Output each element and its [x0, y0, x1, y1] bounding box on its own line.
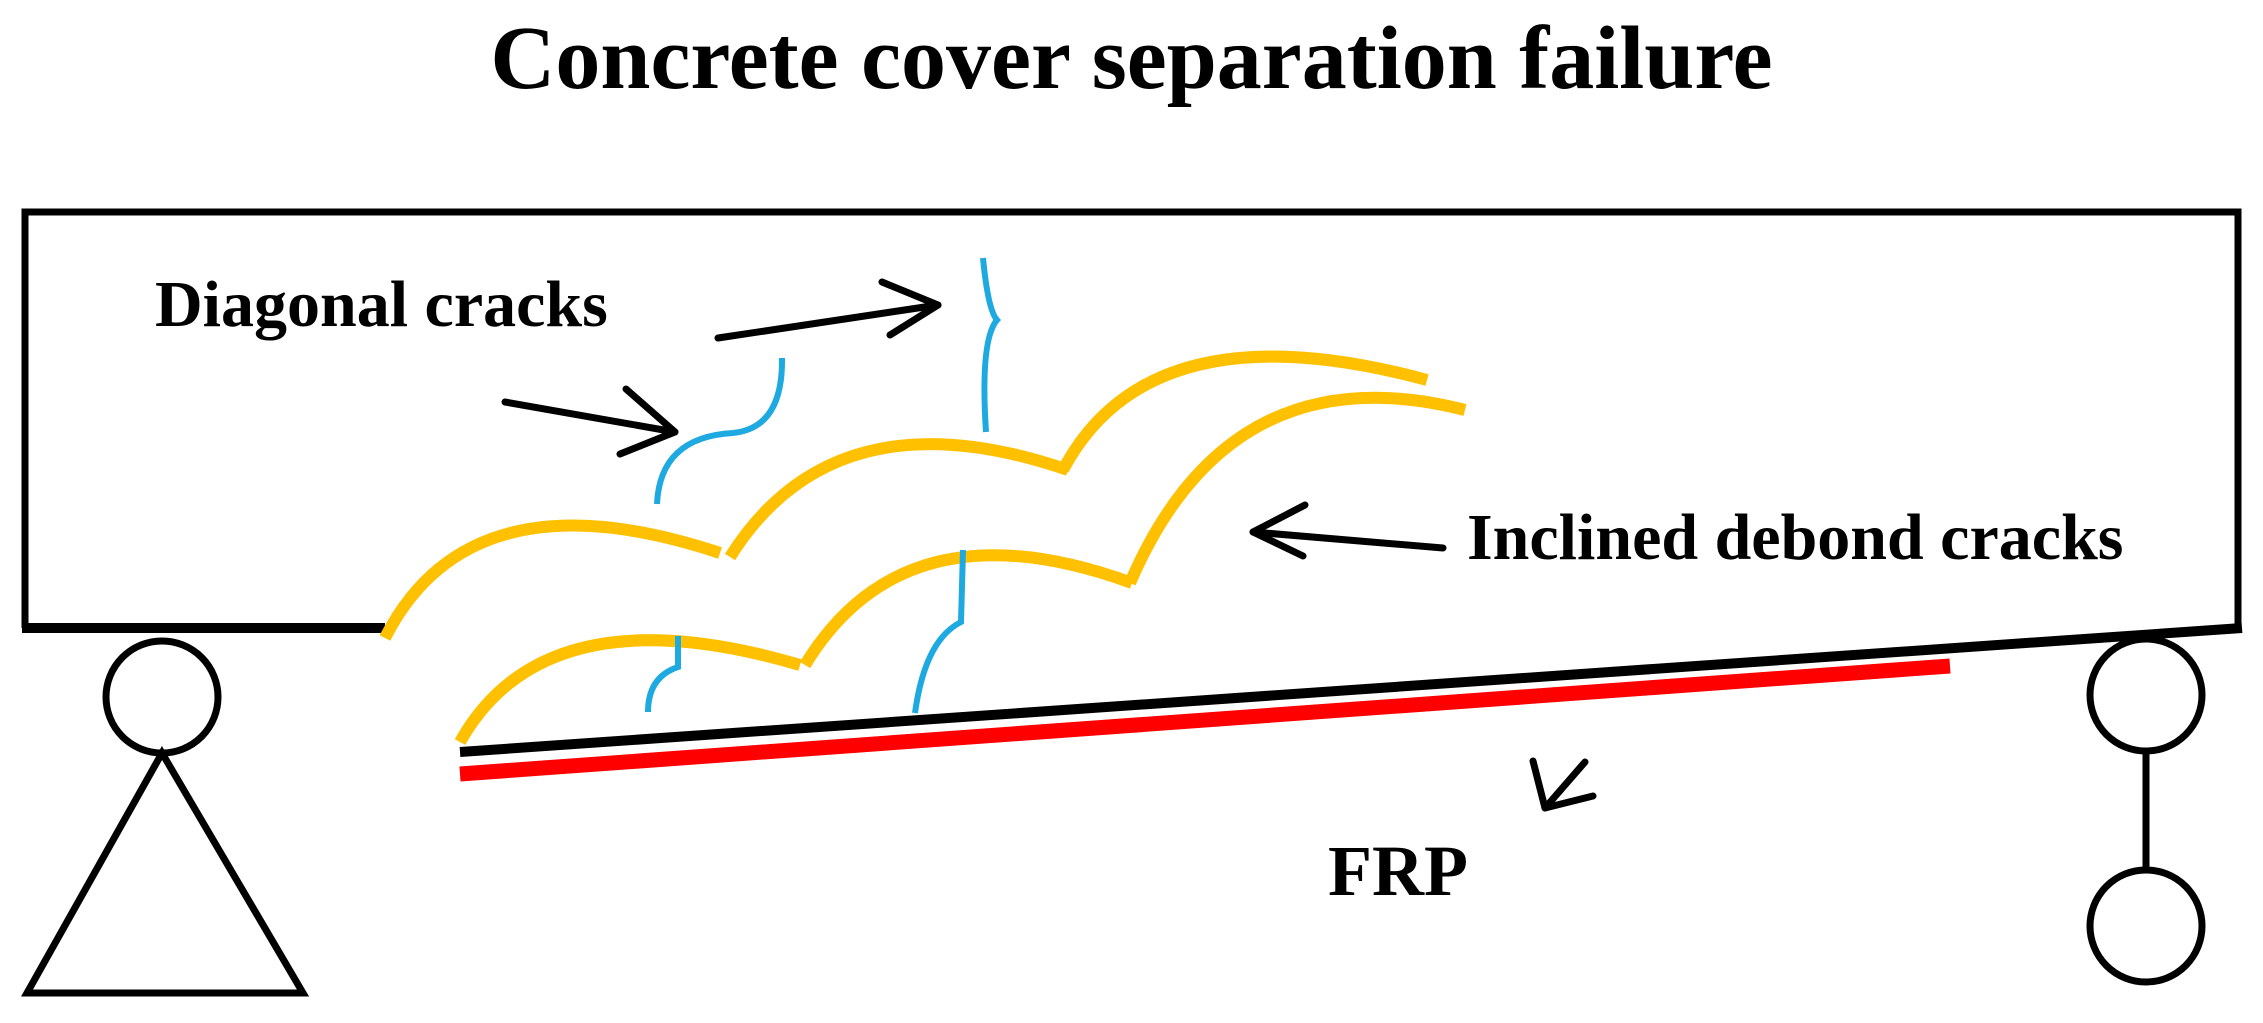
- left-support-roller: [102, 637, 222, 757]
- right-support-roller-top: [2086, 635, 2206, 755]
- diagonal-crack-1: [654, 357, 786, 505]
- label-inclined-debond-cracks: Inclined debond cracks: [1467, 501, 2124, 574]
- diagonal-crack-3: [645, 636, 681, 713]
- frp-plate: [459, 658, 1951, 782]
- diagram-title: Concrete cover separation failure: [490, 9, 1773, 108]
- debond-crack-1: [379, 519, 722, 641]
- left-support-triangle: [21, 745, 310, 997]
- beam-soffit-inclined: [459, 623, 2243, 757]
- arrow-diagonal-cracks-1: [501, 385, 679, 458]
- beam-outline: [21, 208, 2242, 628]
- arrow-diagonal-cracks-2: [714, 278, 942, 342]
- arrow-inclined-debond-cracks: [1249, 501, 1447, 560]
- debond-crack-3: [1057, 350, 1429, 473]
- label-diagonal-cracks: Diagonal cracks: [155, 268, 608, 341]
- debond-crack-4: [454, 634, 802, 745]
- debond-crack-5: [799, 549, 1135, 669]
- diagonal-crack-4: [912, 549, 966, 714]
- debond-crack-2: [724, 438, 1070, 561]
- diagonal-crack-2: [980, 257, 1001, 433]
- debond-crack-6: [1124, 391, 1467, 586]
- label-frp: FRP: [1328, 831, 1468, 911]
- arrow-frp: [1529, 757, 1597, 812]
- right-support-roller-bottom: [2086, 866, 2206, 986]
